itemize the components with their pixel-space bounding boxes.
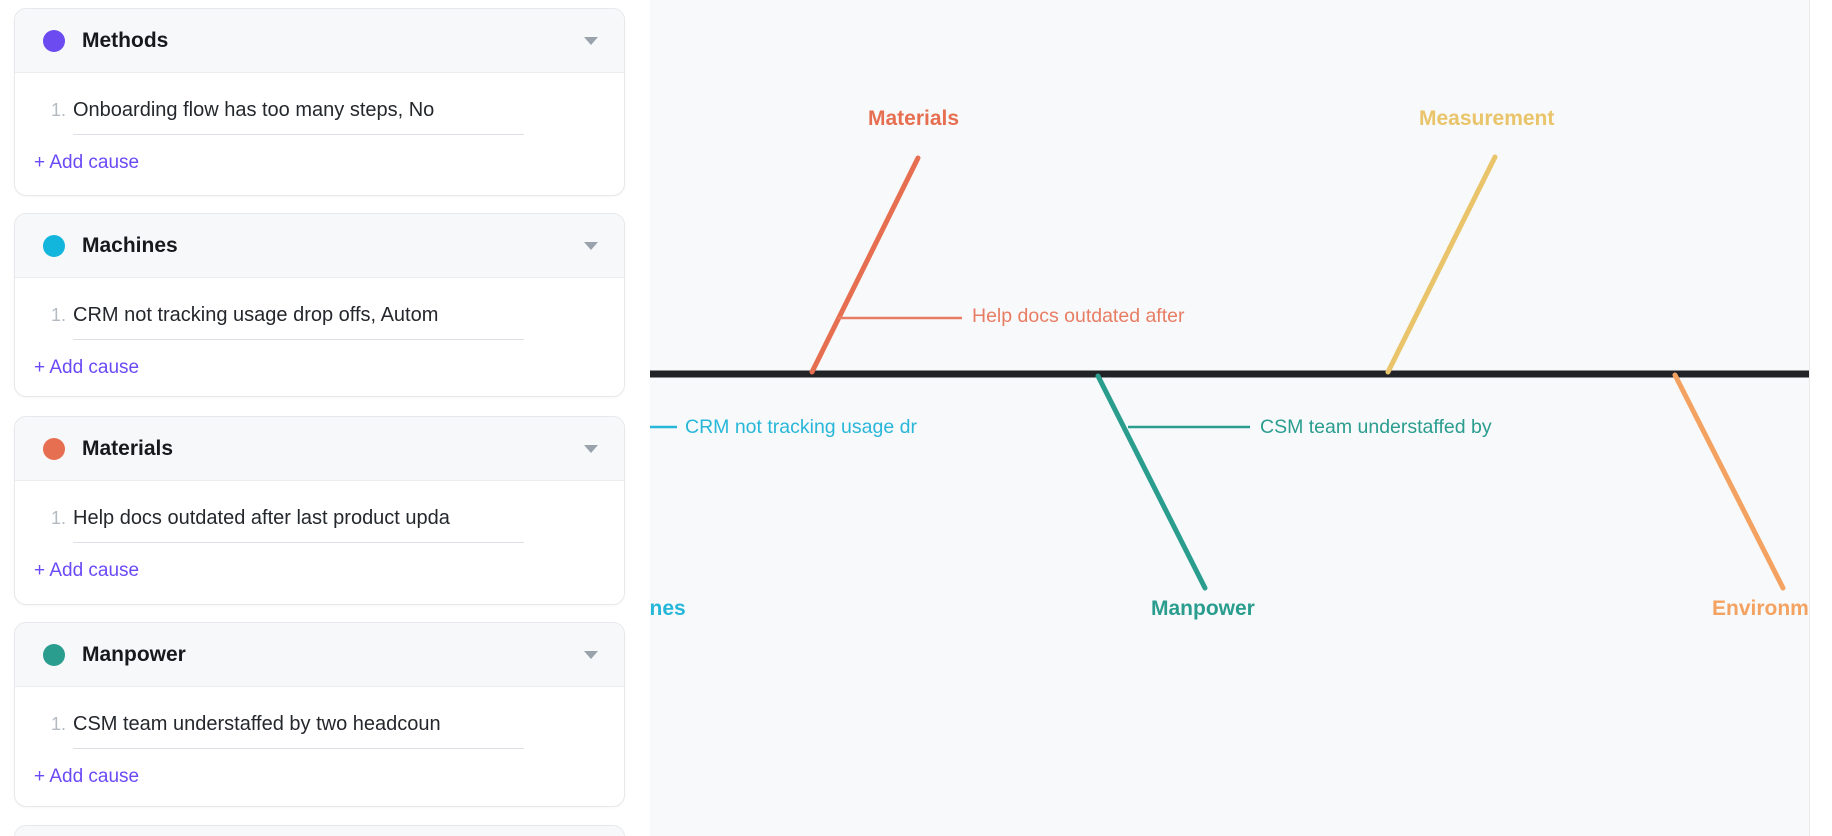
- category-color-dot: [43, 29, 65, 52]
- panel-header: [15, 826, 624, 836]
- cause-input[interactable]: [73, 99, 524, 135]
- csm-cause-label: CSM team understaffed by: [1260, 416, 1492, 438]
- category-color-dot: [43, 437, 65, 460]
- crm-cause-label: CRM not tracking usage dr: [685, 416, 917, 438]
- category-color-dot: [43, 643, 65, 666]
- cause-row: 1.: [51, 304, 600, 340]
- category-color-dot: [43, 234, 65, 257]
- category-sidebar: Methods 1. + Add cause Machines 1.: [0, 0, 650, 836]
- category-title: Materials: [82, 436, 174, 460]
- environment-branch-line: [1672, 372, 1786, 591]
- collapse-chevron-icon[interactable]: [584, 444, 598, 453]
- collapse-chevron-icon[interactable]: [584, 36, 598, 45]
- cause-input[interactable]: [73, 507, 524, 543]
- fishbone-canvas[interactable]: Materials Measurement Machines Manpower …: [650, 0, 1810, 836]
- category-panel-methods: Methods 1. + Add cause: [14, 8, 625, 196]
- manpower-branch-label: Manpower: [1151, 597, 1255, 620]
- measurement-branch-label: Measurement: [1419, 107, 1555, 130]
- help-docs-cause-label: Help docs outdated after: [972, 305, 1185, 327]
- materials-branch-line: [809, 155, 921, 375]
- manpower-branch-line: [1095, 373, 1208, 591]
- cause-row: 1.: [51, 713, 600, 749]
- panel-header: Machines: [15, 214, 624, 278]
- cause-row: 1.: [51, 99, 600, 135]
- cause-number: 1.: [51, 305, 67, 325]
- cause-number: 1.: [51, 714, 67, 734]
- category-title: Methods: [82, 28, 169, 52]
- panel-header: Methods: [15, 9, 624, 73]
- cause-number: 1.: [51, 100, 67, 120]
- add-cause-button[interactable]: + Add cause: [34, 152, 140, 173]
- add-cause-button[interactable]: + Add cause: [34, 766, 140, 787]
- category-title: Machines: [82, 233, 178, 257]
- category-panel-machines: Machines 1. + Add cause: [14, 213, 625, 397]
- machines-branch-label: Machines: [650, 597, 686, 620]
- category-panel-partial: [14, 825, 625, 836]
- cause-list: 1. + Add cause: [15, 687, 624, 806]
- cause-input[interactable]: [73, 304, 524, 340]
- collapse-chevron-icon[interactable]: [584, 650, 598, 659]
- environment-branch-label: Environment: [1712, 597, 1809, 620]
- cause-list: 1. + Add cause: [15, 73, 624, 195]
- category-panel-manpower: Manpower 1. + Add cause: [14, 622, 625, 807]
- cause-list: 1. + Add cause: [15, 481, 624, 604]
- panel-header: Manpower: [15, 623, 624, 687]
- add-cause-button[interactable]: + Add cause: [34, 560, 140, 581]
- measurement-branch-line: [1385, 154, 1498, 375]
- cause-number: 1.: [51, 508, 67, 528]
- category-title: Manpower: [82, 642, 186, 666]
- cause-list: 1. + Add cause: [15, 278, 624, 396]
- add-cause-button[interactable]: + Add cause: [34, 357, 140, 378]
- cause-input[interactable]: [73, 713, 524, 749]
- collapse-chevron-icon[interactable]: [584, 241, 598, 250]
- fishbone-svg: [650, 154, 1809, 591]
- category-panel-materials: Materials 1. + Add cause: [14, 416, 625, 605]
- materials-branch-label: Materials: [868, 107, 960, 130]
- cause-row: 1.: [51, 507, 600, 543]
- panel-header: Materials: [15, 417, 624, 481]
